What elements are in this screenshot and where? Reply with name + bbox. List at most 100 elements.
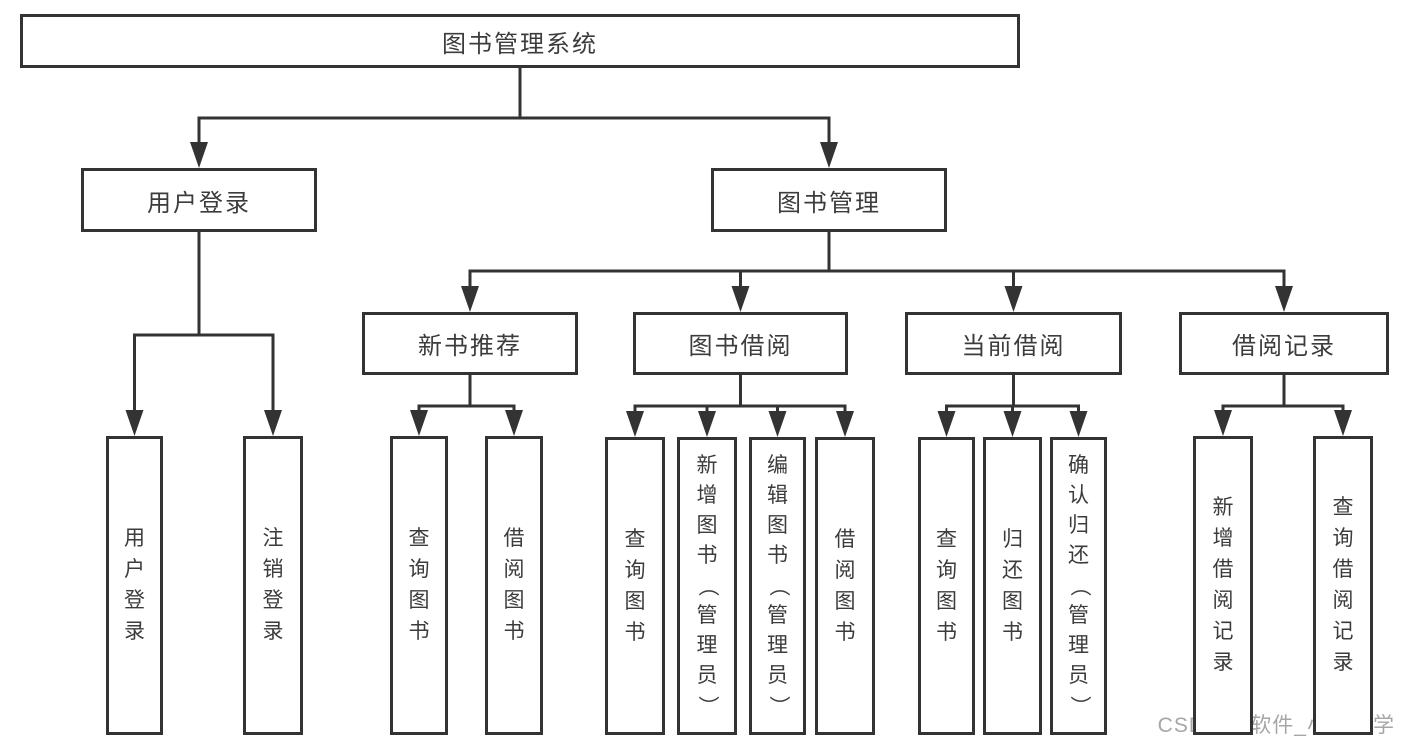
label-char: 借 xyxy=(1332,558,1354,581)
node-bBorrow: 借阅图书 xyxy=(815,437,875,735)
arrowhead-icon xyxy=(505,410,523,436)
label-char: 书 xyxy=(624,620,646,644)
node-label: 借阅图书 xyxy=(503,528,525,643)
label-char: 借 xyxy=(503,527,525,550)
label-char: （ xyxy=(1067,575,1091,597)
label-char: 员 xyxy=(1068,664,1089,687)
label-char: 管 xyxy=(1068,604,1089,627)
arrowhead-icon xyxy=(731,286,750,312)
node-label: 借阅图书 xyxy=(834,528,856,644)
label-char: 销 xyxy=(262,558,284,581)
label-char: 图 xyxy=(696,514,718,537)
node-label: 借阅记录 xyxy=(1232,333,1336,360)
label-char: 询 xyxy=(936,558,957,582)
label-char: （ xyxy=(766,575,790,597)
label-char: 员 xyxy=(767,664,788,687)
node-label: 确认归还（管理员） xyxy=(1067,454,1091,717)
label-char: 登 xyxy=(262,589,284,612)
label-char: 阅 xyxy=(1332,589,1354,612)
node-records: 借阅记录 xyxy=(1179,312,1389,375)
arrowhead-icon xyxy=(190,142,208,168)
label-char: 录 xyxy=(1212,651,1234,674)
label-char: 书 xyxy=(1002,620,1023,644)
label-char: 阅 xyxy=(1212,589,1234,612)
label-char: 录 xyxy=(262,620,284,643)
label-char: 阅 xyxy=(503,558,525,581)
label-char: 录 xyxy=(124,620,145,643)
node-bAdd: 新增图书（管理员） xyxy=(677,437,737,735)
label-char: 图 xyxy=(834,589,856,613)
label-char: ） xyxy=(766,695,790,717)
node-label: 查询借阅记录 xyxy=(1332,497,1354,674)
node-borrow: 图书借阅 xyxy=(633,312,848,375)
arrowhead-icon xyxy=(820,142,838,168)
arrowhead-icon xyxy=(1003,411,1022,437)
node-label: 查询图书 xyxy=(936,528,958,644)
label-char: 理 xyxy=(1068,634,1089,657)
label-char: 新 xyxy=(1212,496,1234,519)
node-label: 用户登录 xyxy=(124,528,146,643)
label-char: 借 xyxy=(1212,558,1234,581)
label-char: 书 xyxy=(503,620,525,643)
label-char: 询 xyxy=(624,558,646,582)
node-current: 当前借阅 xyxy=(905,312,1122,375)
label-char: 注 xyxy=(262,527,284,550)
label-char: 书 xyxy=(767,544,788,567)
node-label: 图书管理系统 xyxy=(442,30,598,58)
node-nbBorrow: 借阅图书 xyxy=(485,436,543,735)
arrowhead-icon xyxy=(937,411,956,437)
node-root: 图书管理系统 xyxy=(20,14,1020,68)
node-cConfirm: 确认归还（管理员） xyxy=(1050,437,1107,735)
label-char: 员 xyxy=(696,664,718,687)
label-char: 图 xyxy=(503,589,525,612)
arrowhead-icon xyxy=(264,410,282,436)
label-char: 书 xyxy=(936,620,957,644)
label-char: （ xyxy=(696,575,719,597)
node-label: 用户登录 xyxy=(147,189,251,217)
arrowhead-icon xyxy=(461,286,479,312)
label-char: 录 xyxy=(1332,651,1354,674)
arrowhead-icon xyxy=(1214,410,1232,436)
label-char: ） xyxy=(696,695,719,717)
label-char: 登 xyxy=(124,589,145,612)
arrowhead-icon xyxy=(698,411,716,437)
label-char: 理 xyxy=(696,634,718,657)
node-leafLogout: 注销登录 xyxy=(243,436,303,735)
node-label: 查询图书 xyxy=(624,528,646,644)
label-char: 图 xyxy=(408,589,430,612)
label-char: 询 xyxy=(1332,527,1354,550)
label-char: 编 xyxy=(767,454,788,477)
node-label: 注销登录 xyxy=(262,528,284,643)
node-label: 新书推荐 xyxy=(418,333,522,360)
label-char: 归 xyxy=(1068,514,1089,537)
label-char: 增 xyxy=(1212,527,1234,550)
label-char: 查 xyxy=(1332,496,1354,519)
node-label: 编辑图书（管理员） xyxy=(766,454,790,717)
node-label: 查询图书 xyxy=(408,528,430,643)
arrowhead-icon xyxy=(768,411,787,437)
arrowhead-icon xyxy=(1334,410,1352,436)
node-rAdd: 新增借阅记录 xyxy=(1193,436,1253,735)
label-char: 管 xyxy=(767,604,788,627)
arrowhead-icon xyxy=(1069,411,1088,437)
label-char: 归 xyxy=(1002,527,1023,551)
node-login: 用户登录 xyxy=(81,168,317,232)
node-label: 图书借阅 xyxy=(688,333,793,360)
label-char: 书 xyxy=(408,620,430,643)
label-char: 阅 xyxy=(834,558,856,582)
label-char: 户 xyxy=(124,558,145,581)
arrowhead-icon xyxy=(125,410,144,436)
label-char: 还 xyxy=(1002,558,1023,582)
label-char: 还 xyxy=(1068,544,1089,567)
label-char: 确 xyxy=(1068,454,1089,477)
node-leafLogin: 用户登录 xyxy=(106,436,163,735)
node-newbook: 新书推荐 xyxy=(362,312,578,375)
arrowhead-icon xyxy=(836,411,854,437)
label-char: 用 xyxy=(124,527,145,550)
arrowhead-icon xyxy=(626,411,644,437)
arrowhead-icon xyxy=(1275,286,1293,312)
node-cReturn: 归还图书 xyxy=(983,437,1042,735)
node-mgmt: 图书管理 xyxy=(711,168,947,232)
